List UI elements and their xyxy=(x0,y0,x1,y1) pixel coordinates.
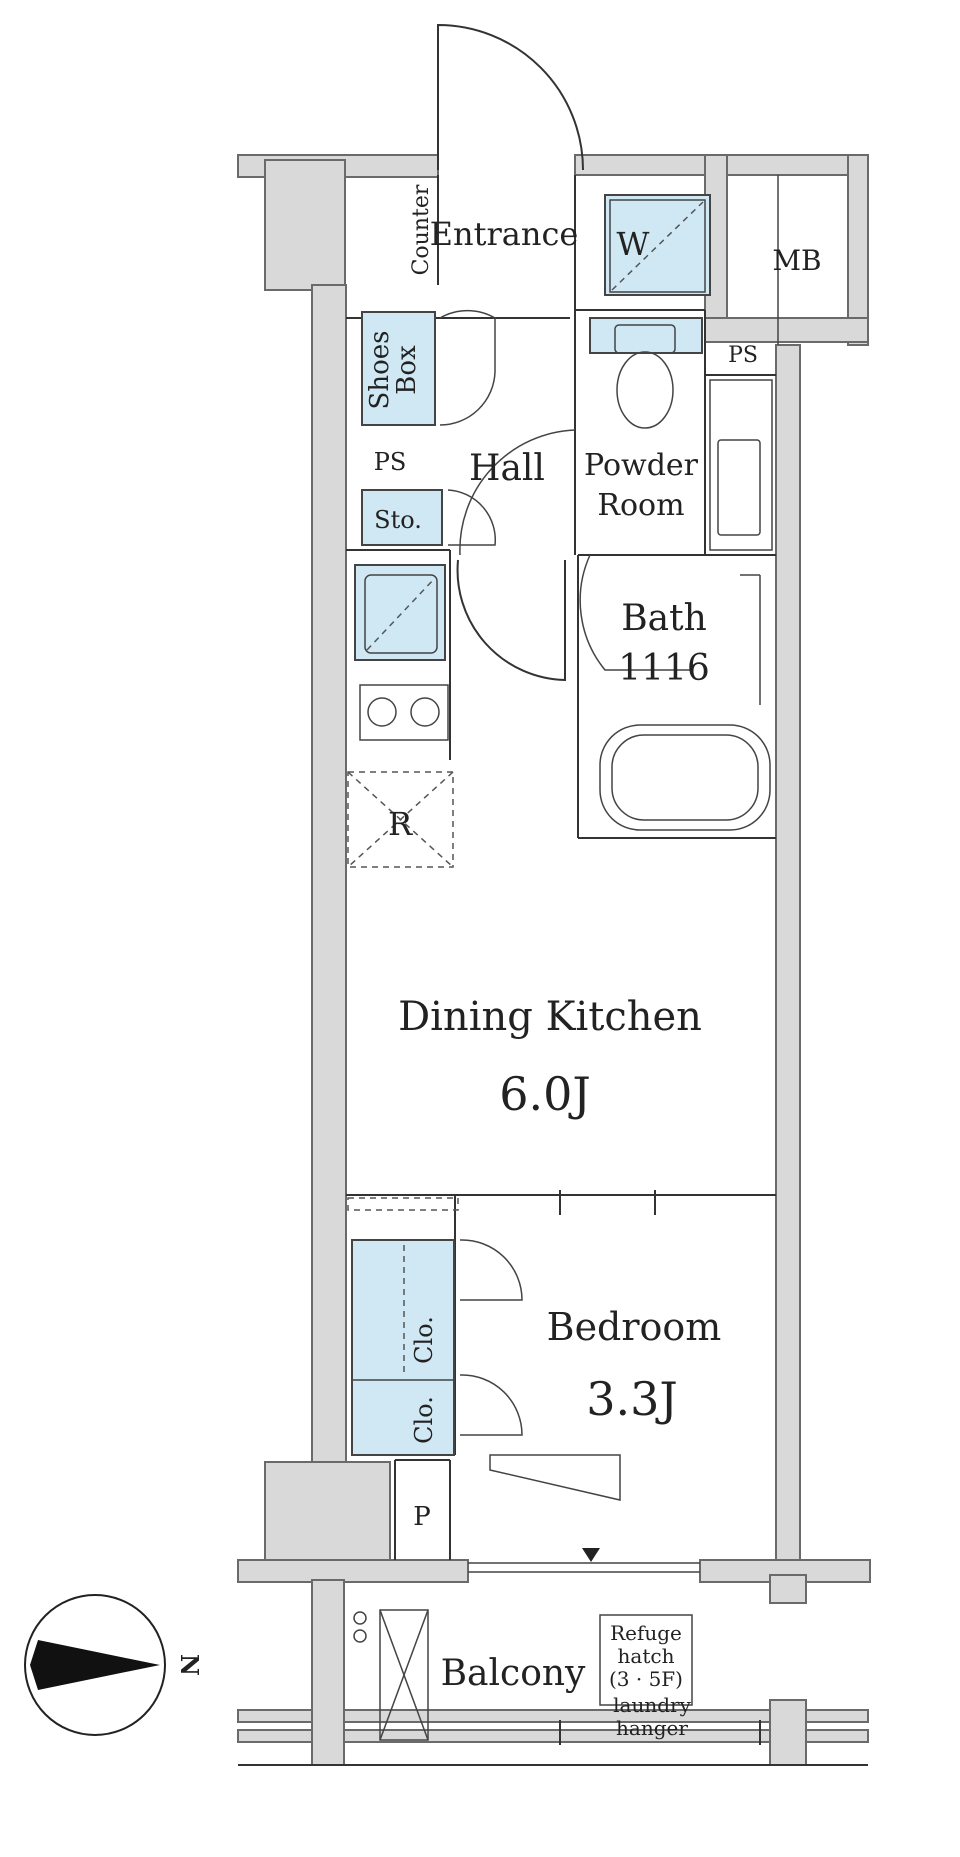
labels: Entrance Counter W MB Shoes Box PS PS Ha… xyxy=(365,184,822,1740)
railing-2 xyxy=(237,1729,869,1743)
vanity-icon xyxy=(709,379,773,551)
powder-sink-icon xyxy=(717,439,761,536)
entrance-door xyxy=(437,23,584,171)
faucet-icon xyxy=(353,1611,367,1625)
bath-door xyxy=(579,554,690,671)
bath-label: Bath xyxy=(621,598,707,639)
bedroom-wall-left xyxy=(237,1559,469,1583)
powder-counter xyxy=(589,317,703,354)
mb-right-wall xyxy=(847,154,869,346)
pipe-space-label: P xyxy=(413,1502,431,1532)
drain-icon xyxy=(353,1629,367,1643)
closet-label-2: Clo. xyxy=(410,1396,438,1444)
burner-left-icon xyxy=(367,697,397,727)
doors xyxy=(437,23,690,1562)
laundry-label-1: laundry xyxy=(613,1693,691,1717)
fridge-icon xyxy=(347,771,454,868)
right-wall xyxy=(775,344,801,1576)
shoes-box-door-2 xyxy=(439,371,496,426)
hall-label: Hall xyxy=(469,448,545,489)
compass: N xyxy=(24,1594,204,1736)
compass-ring xyxy=(24,1594,166,1736)
mb-label: MB xyxy=(772,244,821,277)
fixtures xyxy=(347,199,773,1745)
north-label: N xyxy=(175,1654,204,1676)
closet-door-2 xyxy=(459,1374,523,1436)
shoes-box-label-2: Box xyxy=(392,345,422,395)
bedroom-size: 3.3J xyxy=(586,1372,678,1426)
bath-size-label: 1116 xyxy=(618,648,710,689)
ps-left-label: PS xyxy=(374,448,407,476)
outdoor-unit-diag-2 xyxy=(379,1609,429,1741)
north-arrow-icon xyxy=(30,1665,160,1690)
toilet-tank-icon xyxy=(614,324,676,354)
bedroom-label: Bedroom xyxy=(547,1305,722,1349)
shoes-box-door-1 xyxy=(439,309,496,372)
refuge-label-3: (3 · 5F) xyxy=(609,1667,683,1691)
dining-kitchen-label: Dining Kitchen xyxy=(398,994,702,1040)
mb-bottom-wall xyxy=(704,317,869,343)
closets xyxy=(351,1239,455,1456)
balcony-column-small xyxy=(769,1574,807,1604)
toilet-bowl-icon xyxy=(616,351,674,429)
powder-door xyxy=(459,429,576,556)
fridge-diag-2 xyxy=(347,771,454,868)
kitchen-sink-icon xyxy=(364,574,438,654)
balcony-divider-left xyxy=(311,1579,345,1766)
shoes-box-label-1: Shoes xyxy=(365,331,395,410)
storage-label: Sto. xyxy=(374,506,422,534)
hall-door xyxy=(456,559,566,682)
window-marker-icon xyxy=(582,1548,600,1562)
refuge-hatch-icon xyxy=(599,1614,693,1706)
railing-1 xyxy=(237,1709,869,1723)
balcony-label: Balcony xyxy=(441,1653,586,1694)
bathtub-inner-icon xyxy=(611,734,759,821)
laundry-label-2: hanger xyxy=(616,1716,688,1740)
closet-door-1 xyxy=(459,1239,523,1301)
burner-right-icon xyxy=(410,697,440,727)
balcony-column-right xyxy=(769,1699,807,1766)
sink-area xyxy=(354,564,446,661)
washer-label: W xyxy=(617,225,650,263)
refrigerator-label: R xyxy=(388,805,413,843)
washer-icon xyxy=(609,199,706,293)
counter-label: Counter xyxy=(409,184,434,275)
air-conditioner-icon xyxy=(489,1454,621,1501)
left-wall xyxy=(311,284,347,1556)
shoes-box xyxy=(361,311,436,426)
stove-icon xyxy=(359,684,449,741)
storage-box xyxy=(361,489,443,546)
entrance-label: Entrance xyxy=(430,215,579,253)
dining-kitchen-size: 6.0J xyxy=(499,1067,591,1121)
ps-top-label: PS xyxy=(728,343,758,368)
refuge-label-2: hatch xyxy=(618,1644,675,1668)
powder-room-label-1: Powder xyxy=(584,448,699,483)
dk-sliding-track xyxy=(347,1197,459,1211)
bathtub-outer-icon xyxy=(599,724,771,831)
refuge-label-1: Refuge xyxy=(610,1621,682,1645)
outdoor-unit-icon xyxy=(379,1609,429,1741)
closet-label-1: Clo. xyxy=(410,1316,438,1364)
north-arrow-upper xyxy=(30,1640,160,1665)
walls xyxy=(237,154,871,1766)
storage-door xyxy=(447,489,497,546)
column-top-left xyxy=(264,159,346,291)
sink-diagonal xyxy=(366,577,436,651)
powder-room-label-2: Room xyxy=(597,488,684,523)
